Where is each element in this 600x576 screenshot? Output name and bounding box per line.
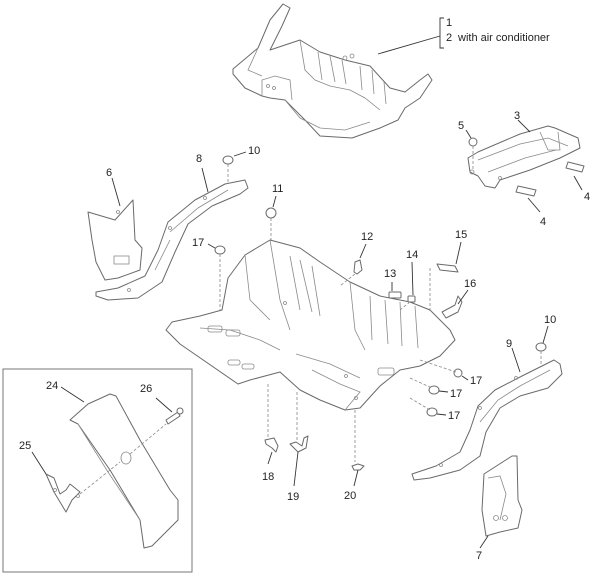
callout-17-left: 17 [192, 237, 204, 249]
callout-24: 24 [46, 380, 58, 392]
inset-box [2, 368, 193, 573]
part-15-bracket[interactable] [436, 263, 459, 273]
part-24-cover[interactable] [69, 393, 179, 549]
callout-10-right: 10 [544, 314, 556, 326]
part-6-panel[interactable] [87, 199, 143, 281]
part-17-plug-right-2[interactable] [428, 385, 440, 395]
callout-11: 11 [272, 183, 283, 195]
callout-4-lower: 4 [540, 216, 546, 228]
part-10-clip-right[interactable] [535, 342, 547, 352]
part-9-rail-right[interactable] [411, 359, 563, 481]
part-4-bracket-upper[interactable] [565, 161, 585, 173]
part-25-bracket[interactable] [45, 473, 81, 513]
callout-6: 6 [106, 167, 112, 179]
callout-15: 15 [455, 229, 467, 241]
callout-18: 18 [262, 471, 274, 483]
part-13-clip[interactable] [388, 291, 402, 299]
note-number-1: 1 [446, 17, 452, 29]
part-5-nut[interactable] [468, 137, 478, 147]
part-14-clip[interactable] [407, 295, 416, 303]
callout-5: 5 [458, 120, 464, 132]
callout-26: 26 [140, 383, 152, 395]
part-18-bracket[interactable] [264, 437, 279, 453]
callout-13: 13 [384, 268, 396, 280]
part-26-bolt[interactable] [165, 407, 184, 425]
part-17-plug-left[interactable] [214, 245, 226, 255]
callout-12: 12 [361, 231, 373, 243]
part-10-clip-left[interactable] [222, 155, 234, 165]
callout-8: 8 [196, 153, 202, 165]
callout-20: 20 [344, 490, 356, 502]
callout-25: 25 [19, 440, 31, 452]
callout-9: 9 [506, 338, 512, 350]
main-floor-panel[interactable] [165, 239, 456, 411]
callout-17-right-3: 17 [448, 410, 460, 422]
part-19-bracket[interactable] [289, 435, 309, 453]
part-4-bracket-lower[interactable] [515, 185, 537, 197]
part-11-plug[interactable] [265, 207, 277, 219]
part-8-rail-left[interactable] [95, 179, 249, 301]
callout-7: 7 [476, 550, 482, 562]
callout-17-right-2: 17 [450, 388, 462, 400]
part-16-bracket[interactable] [441, 295, 463, 319]
callout-4-upper: 4 [584, 191, 590, 203]
part-7-panel[interactable] [481, 455, 523, 537]
callout-16: 16 [464, 278, 476, 290]
callout-3: 3 [514, 110, 520, 122]
callout-10-left: 10 [248, 145, 260, 157]
callout-14: 14 [406, 249, 418, 261]
note-text: with air conditioner [457, 32, 550, 44]
note-number-2: 2 [446, 32, 452, 44]
part-17-plug-right-1[interactable] [453, 368, 463, 378]
part-3-crossmember[interactable] [467, 125, 581, 189]
part-20-clip[interactable] [351, 463, 365, 471]
floor-panel-assembly-top[interactable] [232, 3, 433, 139]
callout-19: 19 [287, 491, 299, 503]
callout-17-right-1: 17 [470, 375, 482, 387]
part-12-bracket[interactable] [353, 259, 363, 275]
